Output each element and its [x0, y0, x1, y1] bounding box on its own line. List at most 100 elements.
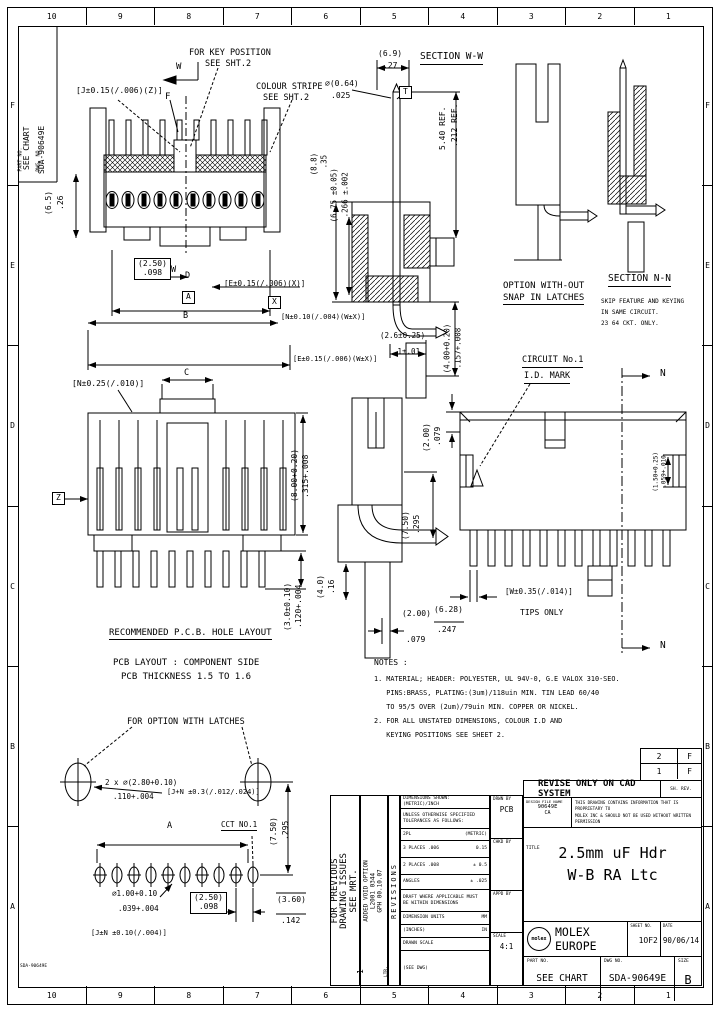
dimension-label: (6.28) [434, 605, 463, 614]
sheet-no-cell: SHEET NO. 1OF2 [628, 922, 661, 956]
dimension-label: [J±0.15(/.006)(Z)] [76, 86, 163, 95]
section-arrow-w: W [176, 62, 182, 72]
company-name: MOLEX EUROPE [555, 925, 597, 953]
dimension-label: .1±.01 [393, 347, 421, 356]
zone-label: 3 [496, 986, 566, 1004]
note-tips-only: TIPS ONLY [520, 608, 564, 617]
part-no-cell: PART NO. SEE CHART [524, 957, 601, 1001]
zone-label: 4 [428, 986, 497, 1004]
dimension-label: [J+N ±0.3(/.012/.024)] [167, 788, 260, 796]
dimension-label: (8.8) [309, 152, 319, 175]
dimension-label: (4.00+0.20) [442, 323, 452, 373]
dimension-label: .039+.004 [118, 904, 159, 913]
dimension-label: ∅1.00+0.10 [112, 889, 158, 898]
caption-section-nn: SECTION N-N [608, 273, 671, 287]
zone-label: 8 [154, 7, 223, 25]
tolerance-row: UNLESS OTHERWISE SPECIFIED TOLERANCES AS… [401, 809, 489, 829]
title-block: REVISE ONLY ON CAD SYSTEM SH. REV. DESIG… [523, 779, 702, 1001]
zone-label: D [7, 345, 18, 505]
titleblock-cell: APPD BY [491, 891, 522, 933]
dimension-label: .26 [56, 195, 66, 210]
edge-part-value: SEE CHART [22, 126, 32, 170]
zone-label: 2 [565, 7, 634, 25]
date-cell: DATE 90/06/14 [662, 923, 699, 945]
tolerance-row: 2 PLACES .008± 0.5 [401, 858, 489, 875]
dimension-label: .35 [319, 154, 329, 168]
tolerance-row: (INCHES)IN [401, 925, 489, 938]
label-cct-no1: CCT NO.1 [221, 820, 258, 832]
section-arrow-w2: W [171, 265, 177, 275]
zone-label: A [7, 825, 18, 986]
sheet-inner-border [18, 26, 704, 988]
dimension-label: (7.50) [269, 817, 279, 846]
sheet-number: 2 [641, 749, 678, 763]
note-line: TO 95/5 OVER (2um)/79uin MIN. COPPER OR … [374, 703, 579, 711]
sheet-revision-row: 1 F [641, 764, 701, 779]
note-colour-stripe-ref: SEE SHT.2 [263, 93, 310, 103]
zone-label: C [702, 505, 713, 666]
caption-pcb-component-side: PCB LAYOUT : COMPONENT SIDE [113, 658, 260, 668]
note-colour-stripe: COLOUR STRIPE [256, 82, 323, 92]
sheet-number: 1 [641, 764, 678, 779]
zone-label: A [702, 825, 713, 986]
zone-label: 5 [359, 986, 429, 1004]
sheet-no-value: 1OF2 [638, 936, 658, 945]
size-cell: SIZE B [675, 957, 701, 1001]
dimension-label: .315+.008 [301, 454, 311, 498]
drawing-title-cell: TITLE 2.5mm uF Hdr W-B RA Ltc [524, 844, 701, 922]
dimension-label: (2.00) [422, 423, 432, 452]
sheet-revision-table: 2 F 1 F [640, 748, 702, 780]
dimension-label: .157+.008 [453, 327, 463, 368]
label-circuit-no1: CIRCUIT No.1 [522, 355, 584, 368]
dimension-label: (2.00) [402, 609, 431, 618]
dimension-label: [E±0.15(/.006)(X)] [224, 279, 306, 288]
size-value: B [684, 973, 692, 987]
dimension-label: .16 [327, 579, 337, 594]
corner-note: SDA-90649E [20, 964, 48, 969]
dimension-label: .120+.004 [294, 584, 304, 628]
zone-label: 5 [359, 7, 429, 25]
dimension-label: .059+.010 [660, 455, 668, 488]
dimension-label: .110+.004 [113, 792, 154, 801]
titleblock-cell: CHKD BY [491, 839, 522, 891]
note-skip-feature: SKIP FEATURE AND KEYING [601, 298, 685, 305]
sheet-revision-row: 2 F [641, 749, 701, 764]
dimension-label: .295 [281, 820, 291, 840]
zone-label: 10 [46, 11, 57, 21]
note-line: PINS:BRASS, PLATING:(3um)/118uin MIN. TI… [374, 689, 600, 697]
zone-label: 1 [633, 986, 703, 1004]
dimension-label: .212 REF. [450, 103, 460, 147]
zone-label: 2 [565, 986, 634, 1004]
previous-issues-block: FOR PREVIOUS DRAWING ISSUES SEE MRT. [330, 795, 360, 986]
zone-label: 10 [46, 990, 57, 1000]
dimension-label: (1.50+0.25) [652, 452, 660, 492]
note-line: KEYING POSITIONS SEE SHEET 2. [374, 731, 505, 739]
dimension-label: SNAP IN LATCHES [503, 293, 585, 306]
note-line: 2. FOR ALL UNSTATED DIMENSIONS, COLOUR I… [374, 717, 563, 725]
tolerance-row: DIMENSIONS SHOWN: (METRIC)/INCH [401, 796, 489, 809]
datum-f: F [165, 92, 171, 102]
zone-label: D [702, 345, 713, 505]
dimension-label: (6.75 ±0.05) [329, 167, 339, 222]
zone-label: 3 [496, 7, 566, 25]
dimension-label: (3.0±0.10) [283, 582, 293, 631]
notes-heading: NOTES : [374, 658, 408, 667]
datum-t-box: T [399, 86, 412, 99]
sh-rev-label: SH. REV. [660, 781, 701, 797]
zone-label: B [702, 665, 713, 826]
zone-label: 9 [85, 986, 155, 1004]
tolerance-row: ANGLES± .025 [401, 875, 489, 890]
dimension-label: [E±0.15(/.006)(W±X)] [293, 355, 378, 363]
dimension-label: (8.00+0.20) [290, 449, 300, 502]
tolerance-row: 2PL(METRIC) [401, 829, 489, 841]
revise-bar-text: REVISE ONLY ON CAD SYSTEM [538, 779, 636, 799]
datum-z-box: Z [52, 492, 65, 505]
dimension-label: (6.5) [44, 190, 54, 215]
tolerance-row: DRAWN SCALE [401, 938, 489, 951]
